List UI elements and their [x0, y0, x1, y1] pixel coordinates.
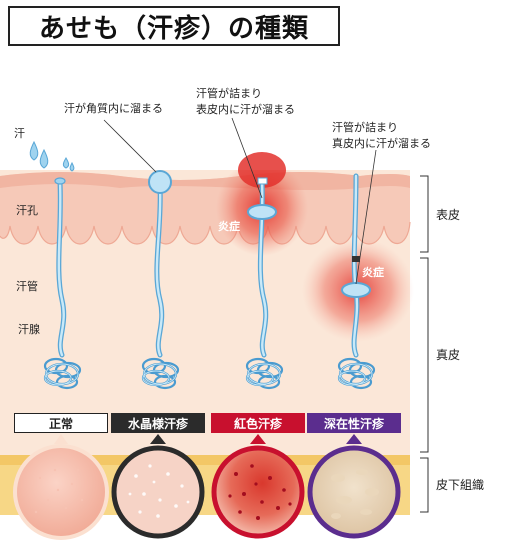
label-pore: 汗孔 [16, 204, 38, 217]
epidermis-layer [0, 172, 410, 244]
type-label-profunda: 深在性汗疹 [307, 413, 401, 433]
label-sweat: 汗 [14, 127, 25, 140]
sweat-droplet-icon [29, 140, 75, 172]
type-label-normal: 正常 [14, 413, 108, 433]
annotation-rubra-line1: 汗管が詰まり [196, 86, 262, 100]
skin-circle-crystallina [111, 445, 205, 539]
label-inflammation-epidermal: 炎症 [218, 219, 240, 233]
label-duct: 汗管 [16, 279, 38, 293]
skin-circle-profunda [307, 445, 401, 539]
sweat-blister-crystallina [148, 170, 172, 194]
layer-dermis: 真皮 [436, 348, 460, 362]
label-gland: 汗腺 [18, 322, 40, 336]
type-label-rubra: 紅色汗疹 [211, 413, 305, 433]
annotation-profunda-line2: 真皮内に汗が溜まる [332, 136, 431, 150]
page-title: あせも（汗疹）の種類 [8, 6, 340, 46]
layer-subcutis: 皮下組織 [436, 478, 484, 492]
sweat-pool-profunda [341, 282, 371, 298]
annotation-rubra-line2: 表皮内に汗が溜まる [196, 102, 295, 116]
label-inflammation-dermal: 炎症 [362, 265, 384, 279]
annotation-profunda-line1: 汗管が詰まり [332, 120, 398, 134]
annotation-crystallina: 汗が角質内に溜まる [64, 101, 163, 115]
skin-circle-rubra [211, 445, 305, 539]
sweat-pool-rubra [247, 204, 277, 220]
type-label-crystallina: 水晶様汗疹 [111, 413, 205, 433]
layer-epidermis: 表皮 [436, 208, 460, 222]
skin-circle-normal [13, 444, 109, 540]
